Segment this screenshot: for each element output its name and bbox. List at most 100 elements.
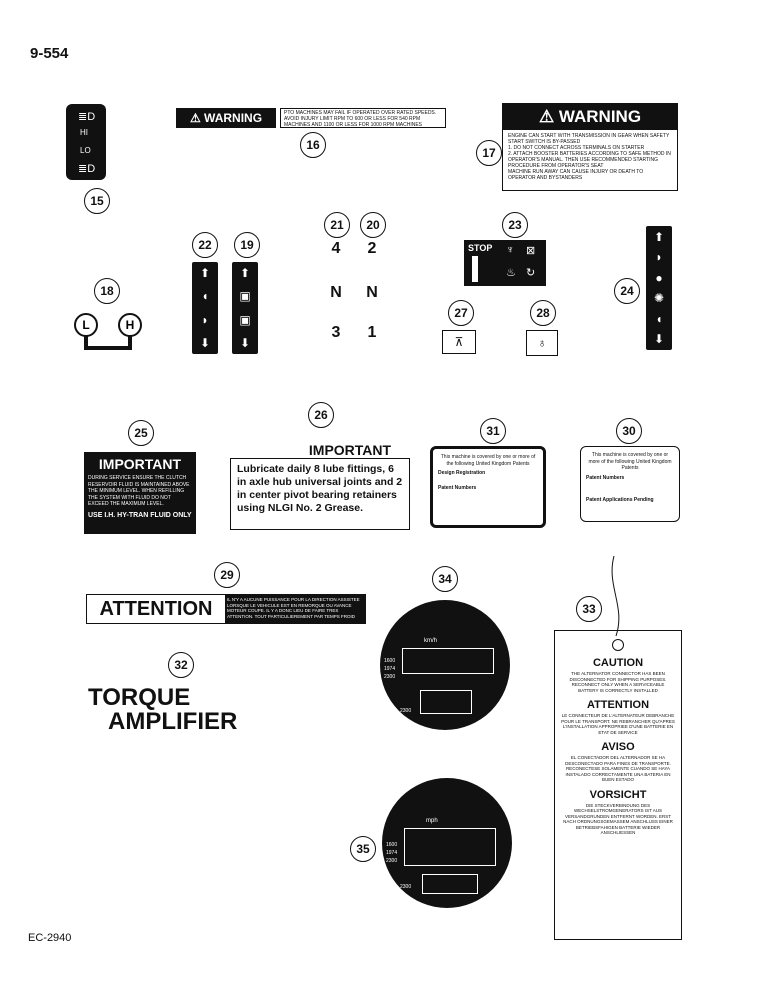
dial-34-rpm1: 1600	[384, 658, 396, 664]
warning-17-line2: 1. DO NOT CONNECT ACROSS TERMINALS ON ST…	[508, 145, 645, 151]
important-title-black: IMPORTANT	[98, 456, 182, 472]
dial-34-grid	[402, 648, 494, 674]
callout-23: 23	[502, 212, 528, 238]
dial-35-rpm2: 1974	[386, 850, 398, 856]
patent-31-intro: This machine is covered by one or more o…	[440, 454, 536, 467]
pto-icon: ⊼	[454, 335, 464, 349]
warning-decal-17-header: ⚠ WARNING	[503, 104, 677, 130]
gear-label-n-20: N	[366, 284, 378, 301]
low-beam-icon: ≣D	[78, 163, 96, 175]
patent-30-intro: This machine is covered by one or more o…	[588, 452, 672, 471]
speed-chart-kmh-decal: km/h 1600 1974 2300 2300	[380, 600, 510, 730]
dial-35-grid	[404, 828, 496, 866]
dial-34-unit-a: km/h	[424, 638, 438, 644]
tag-vorsicht-title: VORSICHT	[589, 788, 647, 801]
light-decal: ♁	[526, 330, 558, 356]
dial-35-rpm3: 2300	[386, 858, 398, 864]
up-arrow-icon: ⬆	[653, 230, 665, 244]
dial-34-rpm2: 1974	[384, 666, 396, 672]
gear-label-n-21: N	[330, 284, 342, 301]
sun-icon: ✺	[653, 291, 665, 306]
callout-16: 16	[300, 132, 326, 158]
callout-17: 17	[476, 140, 502, 166]
important-clutch-fluid: USE I.H. HY-TRAN FLUID ONLY	[88, 511, 192, 519]
callout-30: 30	[616, 418, 642, 444]
coolant-icon: ♨	[506, 267, 516, 279]
pto-decal: ⊼	[442, 330, 476, 354]
turtle-icon: ◖	[655, 311, 663, 326]
stop-label: STOP	[468, 243, 493, 253]
low-range-label: L	[82, 318, 89, 332]
up-arrow-icon: ⬆	[239, 266, 251, 280]
dial-35-unit: mph	[426, 818, 438, 824]
patent-30-pending: Patent Applications Pending	[586, 497, 654, 503]
alternator-caution-tag: CAUTION THE ALTERNATOR CONNECTOR HAS BEE…	[554, 630, 682, 940]
hitch-decal-19: ⬆ ▣ ▣ ⬇	[232, 262, 258, 354]
tag-string	[611, 556, 620, 637]
important-title-white: IMPORTANT	[308, 442, 392, 458]
patent-decal-30: This machine is covered by one or more o…	[580, 446, 680, 522]
warning-decal-17: ⚠ WARNING ENGINE CAN START WITH TRANSMIS…	[502, 103, 678, 191]
callout-27: 27	[448, 300, 474, 326]
tag-aviso-text: EL CONECTADOR DEL ALTERNADOR SE HA DESCO…	[565, 755, 671, 782]
callout-24: 24	[614, 278, 640, 304]
hi-label: HI	[80, 128, 88, 137]
callout-18: 18	[94, 278, 120, 304]
full-circle-icon: ●	[655, 270, 663, 285]
tag-caution-title: CAUTION	[592, 657, 644, 669]
tag-vorsicht-text: DIE STECKVERBINDUNG DES WECHSELSTROMGENE…	[563, 802, 673, 836]
callout-19: 19	[234, 232, 260, 258]
callout-15: 15	[84, 188, 110, 214]
tag-aviso-title: AVISO	[601, 741, 635, 753]
down-arrow-icon: ⬇	[239, 335, 251, 350]
callout-31: 31	[480, 418, 506, 444]
implement-raised-icon: ▣	[239, 289, 251, 304]
dial-35-rpm4: 2300	[400, 884, 412, 890]
callout-33: 33	[576, 596, 602, 622]
charge-icon: ⊠	[526, 245, 536, 257]
dial-34-grid-lower	[420, 690, 472, 714]
tag-attention-title: ATTENTION	[586, 699, 650, 711]
torque-amplifier-decal: TORQUE AMPLIFIER	[88, 686, 237, 734]
callout-28: 28	[530, 300, 556, 326]
patent-31-design: Design Registration	[438, 470, 486, 476]
high-range-label: H	[126, 318, 135, 332]
patent-30-numbers: Patent Numbers	[586, 474, 625, 481]
engine-stop-decal: STOP ♆ ♨ ⊠ ↻	[464, 240, 546, 286]
dial-35-grid-lower	[422, 874, 478, 894]
down-arrow-icon: ⬇	[199, 335, 211, 350]
warning-17-line1: ENGINE CAN START WITH TRANSMISSION IN GE…	[508, 133, 670, 145]
page-number: 9-554	[30, 45, 69, 62]
torque-line1: TORQUE	[88, 684, 191, 711]
callout-29: 29	[214, 562, 240, 588]
callout-21: 21	[324, 212, 350, 238]
gear-label-2: 2	[367, 240, 377, 257]
figure-reference: EC-2940	[28, 932, 72, 944]
throttle-decal: ⬆ ◗ ● ✺ ◖ ⬇	[646, 226, 672, 350]
high-beam-icon: ≣D	[78, 111, 96, 123]
attention-text: IL N'Y A AUCUNE PUISSANCE POUR LA DIRECT…	[225, 595, 365, 623]
rotate-icon: ↻	[526, 267, 536, 279]
dial-34-rpm3: 2300	[384, 674, 396, 680]
callout-32: 32	[168, 652, 194, 678]
up-arrow-icon: ⬆	[199, 266, 211, 280]
attention-steering-decal: ATTENTION IL N'Y A AUCUNE PUISSANCE POUR…	[86, 594, 366, 624]
implement-lowered-icon: ▣	[239, 312, 251, 327]
warning-decal-16-text: PTO MACHINES MAY FAIL IF OPERATED OVER R…	[280, 108, 446, 128]
high-range-circle	[118, 313, 142, 337]
important-clutch-text: DURING SERVICE ENSURE THE CLUTCH RESERVO…	[88, 475, 190, 507]
tag-string-line	[611, 556, 620, 637]
tag-attention-text: LE CONNECTEUR DE L'ALTERNATEUR DEBRANCHE…	[561, 713, 675, 735]
callout-20: 20	[360, 212, 386, 238]
bulb-icon: ♁	[537, 336, 547, 350]
callout-25: 25	[128, 420, 154, 446]
fuel-pull-icon	[472, 256, 478, 282]
warning-decal-16-header: ⚠ WARNING	[176, 108, 276, 128]
callout-26: 26	[308, 402, 334, 428]
oil-pressure-icon: ♆	[506, 244, 515, 256]
tag-caution-text: THE ALTERNATOR CONNECTOR HAS BEEN DISCON…	[569, 671, 667, 693]
important-clutch-decal: IMPORTANT DURING SERVICE ENSURE THE CLUT…	[84, 452, 196, 534]
warning-17-line3: 2. ATTACH BOOSTER BATTERIES ACCORDING TO…	[508, 151, 671, 169]
warning-17-line4: MACHINE RUN AWAY CAN CAUSE INJURY OR DEA…	[508, 169, 644, 181]
tag-hole	[612, 639, 624, 651]
